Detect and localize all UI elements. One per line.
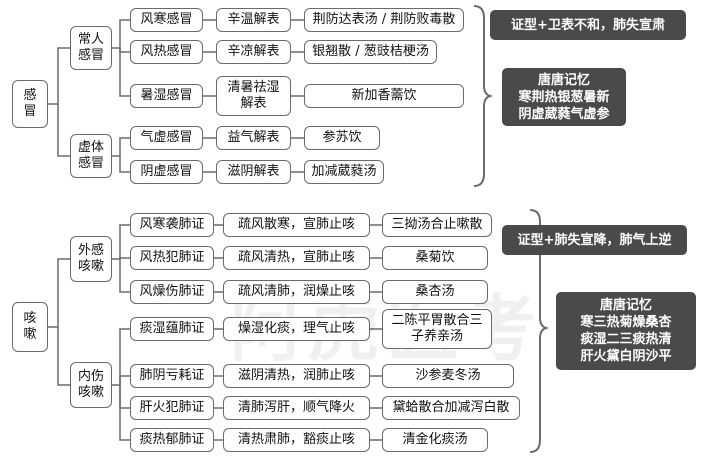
branch-changren: 常人 感冒 [70,26,112,70]
kesou-zhi-5: 滋阴清热，润肺止咳 [223,364,370,388]
ganmao-zheng-3: 暑湿感冒 [130,84,203,108]
branch-neishang-label: 内伤 咳嗽 [77,369,104,400]
kesou-zhi-7: 清热肃肺，豁痰止咳 [223,428,370,452]
ganmao-zheng-5: 阴虚感冒 [130,160,203,184]
branch-waigan: 外感 咳嗽 [70,236,112,282]
ganmao-zhi-3: 清暑祛湿 解表 [216,76,291,116]
kesou-fang-4: 二陈平胃散合三 子养亲汤 [382,309,492,349]
kesou-zheng-6: 肝火犯肺证 [130,396,214,420]
root-kesou-label: 咳 嗽 [23,311,37,342]
ganmao-fang-1: 荆防达表汤 / 荆防败毒散 [304,8,464,32]
ganmao-zheng-2: 风热感冒 [130,40,203,64]
kesou-fang-4-label: 二陈平胃散合三 子养亲汤 [391,313,483,344]
ganmao-note-jiyi: 唐唐记忆 寒荆热银葱暑新 阴虚葳蕤气虚参 [502,68,626,126]
ganmao-fang-4: 参苏饮 [304,126,380,150]
ganmao-zhi-4: 益气解表 [216,126,291,150]
root-ganmao: 感 冒 [12,80,48,128]
kesou-zhi-4: 燥湿化痰，理气止咳 [223,317,370,341]
kesou-zhi-1: 疏风散寒，宣肺止咳 [223,213,370,237]
ganmao-zhi-1: 辛温解表 [216,8,291,32]
branch-xuti: 虚体 感冒 [70,134,112,178]
branch-neishang: 内伤 咳嗽 [70,362,112,408]
kesou-note-jiyi: 唐唐记忆 寒三热菊燥桑杏 痰湿二三痰热清 肝火黛白阴沙平 [556,292,696,370]
kesou-fang-5: 沙参麦冬汤 [382,364,514,388]
kesou-zheng-3: 风燥伤肺证 [130,280,214,304]
branch-waigan-label: 外感 咳嗽 [77,243,104,274]
branch-xuti-label: 虚体 感冒 [77,140,104,171]
root-ganmao-label: 感 冒 [23,88,37,119]
ganmao-note-zhengxing: 证型+卫表不和，肺失宣肃 [490,10,686,40]
ganmao-zhi-2: 辛凉解表 [216,40,291,64]
kesou-zheng-1: 风寒袭肺证 [130,213,214,237]
kesou-fang-2: 桑菊饮 [382,246,488,270]
kesou-fang-1: 三拗汤合止嗽散 [382,213,492,237]
kesou-zhi-3: 疏风清肺，润燥止咳 [223,280,370,304]
ganmao-note-jiyi-text: 唐唐记忆 寒荆热银葱暑新 阴虚葳蕤气虚参 [518,72,610,122]
kesou-zheng-5: 肺阴亏耗证 [130,364,214,388]
kesou-note-zhengxing: 证型+肺失宣降，肺气上逆 [502,225,687,255]
kesou-zhi-2: 疏风清热，宣肺止咳 [223,246,370,270]
ganmao-zheng-4: 气虚感冒 [130,126,203,150]
ganmao-fang-5: 加减葳蕤汤 [304,160,384,184]
ganmao-zhi-5: 滋阴解表 [216,160,291,184]
root-kesou: 咳 嗽 [12,302,48,352]
ganmao-fang-2: 银翘散 / 葱豉桔梗汤 [304,40,437,64]
ganmao-zheng-1: 风寒感冒 [130,8,203,32]
kesou-zheng-2: 风热犯肺证 [130,246,214,270]
kesou-zheng-7: 痰热郁肺证 [130,428,214,452]
kesou-fang-3: 桑杏汤 [382,280,488,304]
kesou-fang-6: 黛蛤散合加减泻白散 [382,396,520,420]
kesou-fang-7: 清金化痰汤 [382,428,488,452]
kesou-zheng-4: 痰湿蕴肺证 [130,317,214,341]
ganmao-fang-3: 新加香薷饮 [304,84,464,108]
kesou-zhi-6: 清肺泻肝，顺气降火 [223,396,370,420]
branch-changren-label: 常人 感冒 [77,32,104,63]
kesou-note-jiyi-text: 唐唐记忆 寒三热菊燥桑杏 痰湿二三痰热清 肝火黛白阴沙平 [580,298,672,364]
ganmao-zhi-3-label: 清暑祛湿 解表 [227,80,280,111]
